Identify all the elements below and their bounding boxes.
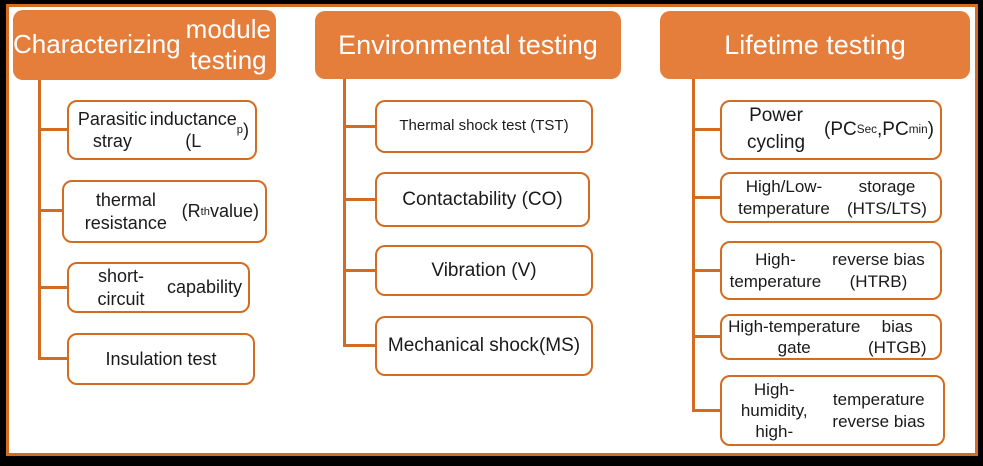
connector-vline-characterizing <box>38 80 41 360</box>
node-mechanical-shock: Mechanical shock(MS) <box>375 316 593 376</box>
connector-vline-environmental <box>343 79 346 347</box>
connector-branch <box>343 198 375 201</box>
header-environmental-testing: Environmental testing <box>315 11 621 79</box>
header-lifetime-testing: Lifetime testing <box>660 11 970 79</box>
node-insulation-test: Insulation test <box>67 333 255 385</box>
node-vibration: Vibration (V) <box>375 245 593 296</box>
connector-branch <box>692 335 720 338</box>
node-high-humidity-high-temperature-reverse-bias: High-humidity, high-temperature reverse … <box>720 375 945 446</box>
connector-branch <box>38 128 67 131</box>
node-contactability: Contactability (CO) <box>375 172 590 227</box>
connector-branch <box>38 286 67 289</box>
connector-branch <box>38 209 67 212</box>
connector-vline-lifetime <box>692 79 695 412</box>
connector-branch <box>343 344 375 347</box>
connector-branch <box>692 196 720 199</box>
connector-branch <box>343 269 375 272</box>
connector-branch <box>38 357 67 360</box>
connector-branch <box>692 128 720 131</box>
connector-branch <box>692 269 720 272</box>
connector-branch <box>692 409 720 412</box>
node-thermal-shock-test: Thermal shock test (TST) <box>375 100 593 153</box>
connector-branch <box>343 125 375 128</box>
